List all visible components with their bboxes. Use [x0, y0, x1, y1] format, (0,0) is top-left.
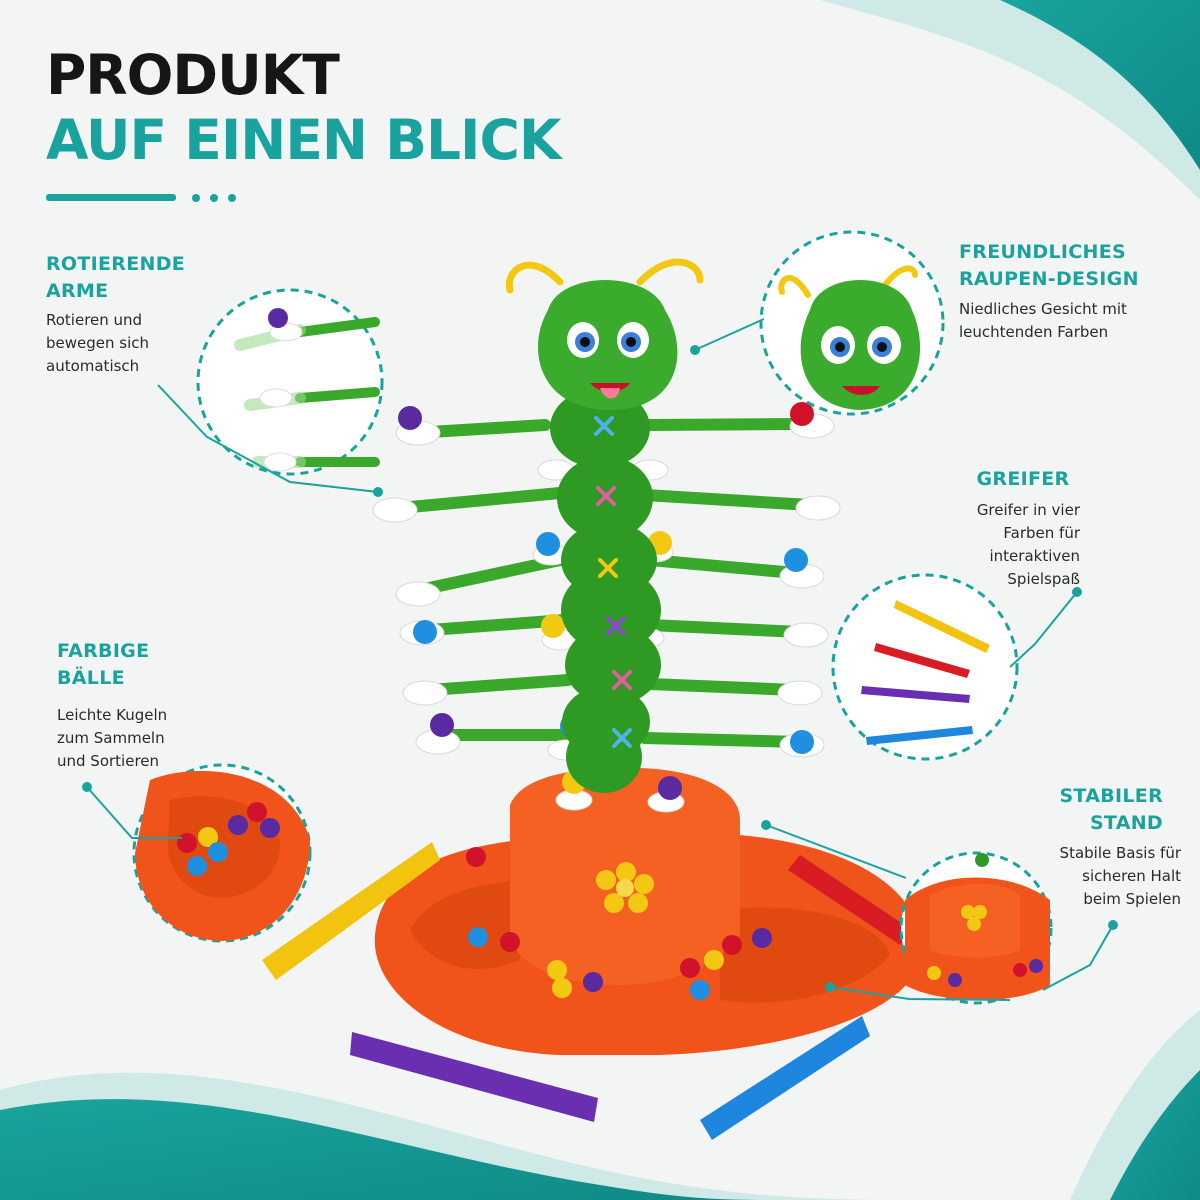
- tweezer-purple: [350, 1032, 598, 1122]
- desc-line: Leichte Kugeln: [57, 706, 168, 724]
- feature-rotating-arms-heading: ROTIERENDE ARME: [46, 251, 185, 305]
- caterpillar-head: [505, 258, 704, 410]
- callout-base-content: [905, 853, 1050, 1000]
- callout-connectors: [82, 318, 1118, 1001]
- desc-line: leuchtenden Farben: [959, 323, 1109, 341]
- heading-line: GREIFER: [976, 468, 1070, 490]
- heading-line: BÄLLE: [57, 667, 125, 689]
- title-line-2: AUF EINEN BLICK: [46, 108, 561, 172]
- title-line-1: PRODUKT: [46, 43, 340, 107]
- desc-line: und Sortieren: [57, 752, 160, 770]
- desc-line: Stabile Basis für: [1059, 844, 1181, 862]
- callout-tweezers-content: [861, 600, 990, 745]
- callout-rotating-arms-content: [234, 308, 380, 472]
- feature-colored-balls-heading: FARBIGE BÄLLE: [57, 638, 149, 692]
- title-underline: [46, 194, 176, 201]
- feature-colored-balls-desc: Leichte Kugeln zum Sammeln und Sortieren: [57, 704, 167, 773]
- feature-stable-stand-desc: Stabile Basis für sicheren Halt beim Spi…: [1010, 842, 1181, 911]
- callout-head-content: [778, 265, 921, 410]
- desc-line: Niedliches Gesicht mit: [959, 300, 1127, 318]
- title-dot-1: [192, 194, 200, 202]
- feature-stable-stand-heading: STABILER STAND: [1000, 783, 1163, 837]
- caterpillar-body: [550, 388, 661, 793]
- tweezer-blue: [700, 1016, 870, 1140]
- desc-line: Rotieren und: [46, 311, 143, 329]
- bottom-right-wave: [1110, 1070, 1200, 1200]
- rotating-arms: [394, 418, 816, 748]
- feature-tweezers-heading: GREIFER: [960, 466, 1086, 493]
- flower-ball-cluster: [596, 862, 654, 913]
- title-dot-2: [210, 194, 218, 202]
- desc-line: beim Spielen: [1083, 890, 1181, 908]
- feature-caterpillar-design-desc: Niedliches Gesicht mit leuchtenden Farbe…: [959, 298, 1127, 344]
- feature-tweezers-desc: Greifer in vier Farben für interaktiven …: [930, 499, 1080, 591]
- desc-line: automatisch: [46, 357, 140, 375]
- balls-in-tray: [466, 847, 772, 1000]
- title-dot-3: [228, 194, 236, 202]
- desc-line: Spielspaß: [1007, 570, 1080, 588]
- heading-line: RAUPEN-DESIGN: [959, 268, 1139, 290]
- callout-balls-content: [135, 770, 310, 941]
- heading-line: STABILER: [1059, 785, 1163, 807]
- bottom-left-wave: [0, 1099, 760, 1200]
- heading-line: STAND: [1089, 812, 1163, 834]
- tweezer-yellow: [262, 842, 440, 980]
- heading-line: FREUNDLICHES: [959, 241, 1126, 263]
- base-tray-left: [410, 880, 520, 969]
- top-right-wave: [1000, 0, 1200, 170]
- desc-line: sicheren Halt: [1082, 867, 1181, 885]
- feature-caterpillar-design-heading: FREUNDLICHES RAUPEN-DESIGN: [959, 239, 1139, 293]
- feature-rotating-arms-desc: Rotieren und bewegen sich automatisch: [46, 309, 149, 378]
- desc-line: zum Sammeln: [57, 729, 165, 747]
- desc-line: Farben für: [1003, 524, 1080, 542]
- heading-line: FARBIGE: [57, 640, 150, 662]
- desc-line: interaktiven: [989, 547, 1081, 565]
- tweezer-red: [788, 855, 912, 945]
- segment-x-marks: [594, 416, 632, 748]
- desc-line: bewegen sich: [46, 334, 150, 352]
- heading-line: ARME: [46, 280, 109, 302]
- desc-line: Greifer in vier: [976, 501, 1080, 519]
- heading-line: ROTIERENDE: [46, 253, 186, 275]
